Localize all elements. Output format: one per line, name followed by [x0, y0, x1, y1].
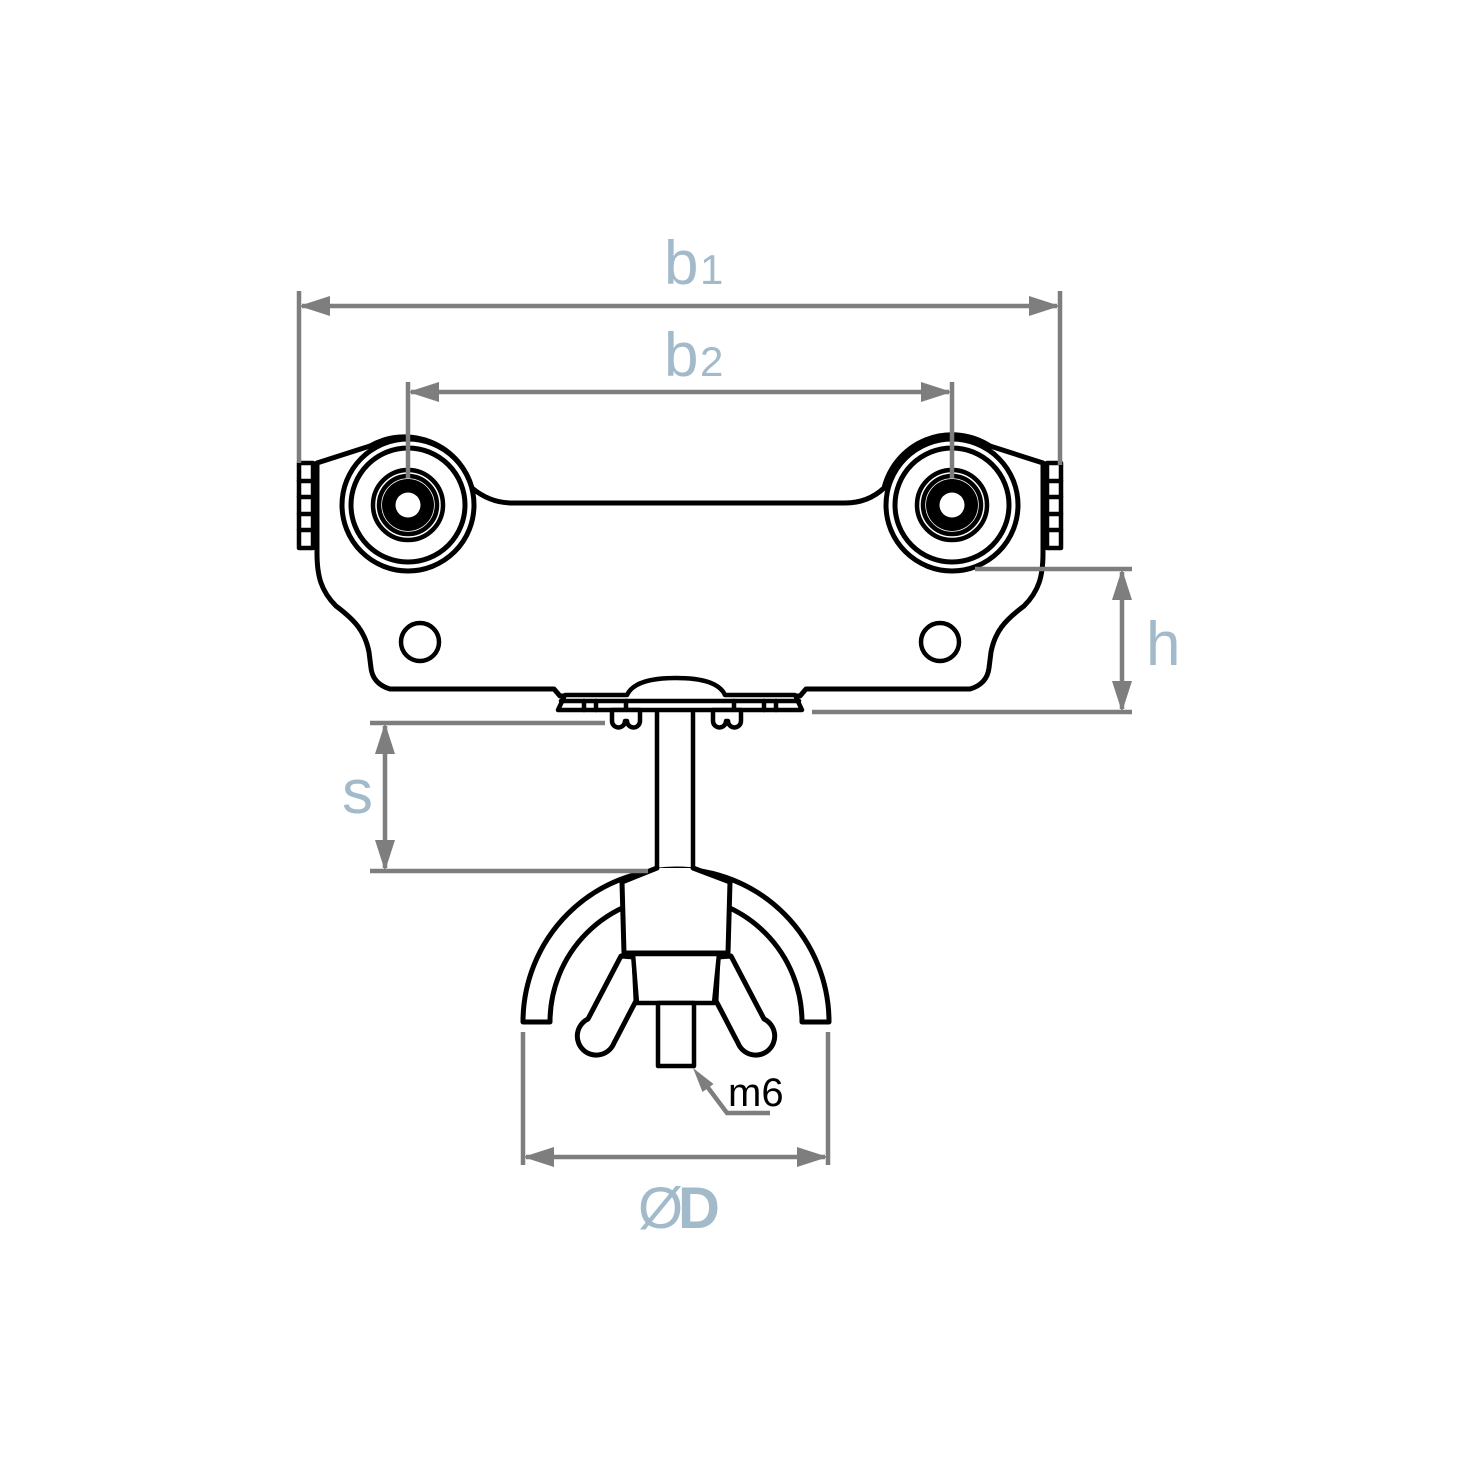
h-arrow-top: [1112, 569, 1132, 600]
s-arrow-bottom: [375, 840, 395, 871]
s-extension-lines: [370, 720, 648, 874]
dimension-diameter: Ø D: [520, 1032, 831, 1241]
flange-right-foot: [710, 707, 744, 730]
pivot-flange: [555, 675, 805, 730]
left-mounting-hole: [398, 620, 442, 664]
left-wheel-axle-hole: [395, 492, 421, 518]
m6-label: m6: [728, 1071, 784, 1115]
diameter-letter: D: [678, 1176, 720, 1241]
b1-arrow-left: [299, 296, 330, 316]
suspension-shaft: [654, 709, 696, 871]
s-arrow-top: [375, 723, 395, 754]
left-wing-nut-wing: [574, 953, 639, 1058]
right-mounting-hole: [918, 620, 962, 664]
b1-arrow-right: [1029, 296, 1060, 316]
clamp-block-fill: [622, 868, 730, 953]
adjustment-nut: [630, 951, 722, 1006]
left-roller-wheel: [339, 436, 477, 574]
b1-extension-lines: [296, 291, 1063, 465]
b2-arrow-right: [921, 382, 952, 402]
threaded-stud: [655, 1000, 697, 1069]
callout-m6: m6: [693, 1068, 784, 1116]
dimension-h: h: [812, 566, 1180, 715]
right-buffer-stack: [1044, 460, 1064, 551]
dimension-b1: b 1: [296, 229, 1063, 465]
right-roller-wheel: [883, 436, 1021, 574]
left-buffer-stack: [296, 460, 316, 551]
left-buffer-stripes: [296, 478, 316, 533]
shaft-fill: [655, 712, 695, 869]
d-extension-lines: [520, 1032, 831, 1165]
b1-label: b: [664, 229, 698, 298]
s-label: s: [342, 758, 373, 827]
flange-dividers: [581, 698, 779, 713]
h-label: h: [1146, 610, 1180, 679]
right-wheel-axle-hole: [939, 492, 965, 518]
left-buffer-body: [296, 460, 316, 551]
d-arrow-left: [523, 1147, 554, 1167]
right-wing-nut-wing: [713, 953, 778, 1058]
flange-left-foot: [609, 707, 643, 730]
b2-label-subscript: 2: [700, 338, 723, 385]
b2-arrow-left: [408, 382, 439, 402]
b1-label-subscript: 1: [700, 246, 723, 293]
dimension-b2: b 2: [405, 321, 955, 478]
dimensions: b 1 b 2 h s: [296, 229, 1180, 1241]
m6-leader-line: [698, 1075, 770, 1116]
diameter-symbol: Ø: [638, 1176, 683, 1241]
shaft-edges: [654, 709, 696, 871]
saddle-shell: [520, 866, 832, 1025]
clamp-saddle: [520, 865, 832, 1069]
b2-label: b: [664, 321, 698, 390]
dimension-s: s: [342, 720, 648, 874]
b2-extension-lines: [405, 382, 955, 478]
trolley-body: [296, 432, 1064, 1069]
right-buffer-stripes: [1044, 478, 1064, 533]
m6-leader-arrow: [693, 1068, 714, 1092]
h-arrow-bottom: [1112, 681, 1132, 712]
right-buffer-body: [1044, 460, 1064, 551]
d-arrow-right: [797, 1147, 828, 1167]
h-extension-lines: [812, 566, 1132, 715]
